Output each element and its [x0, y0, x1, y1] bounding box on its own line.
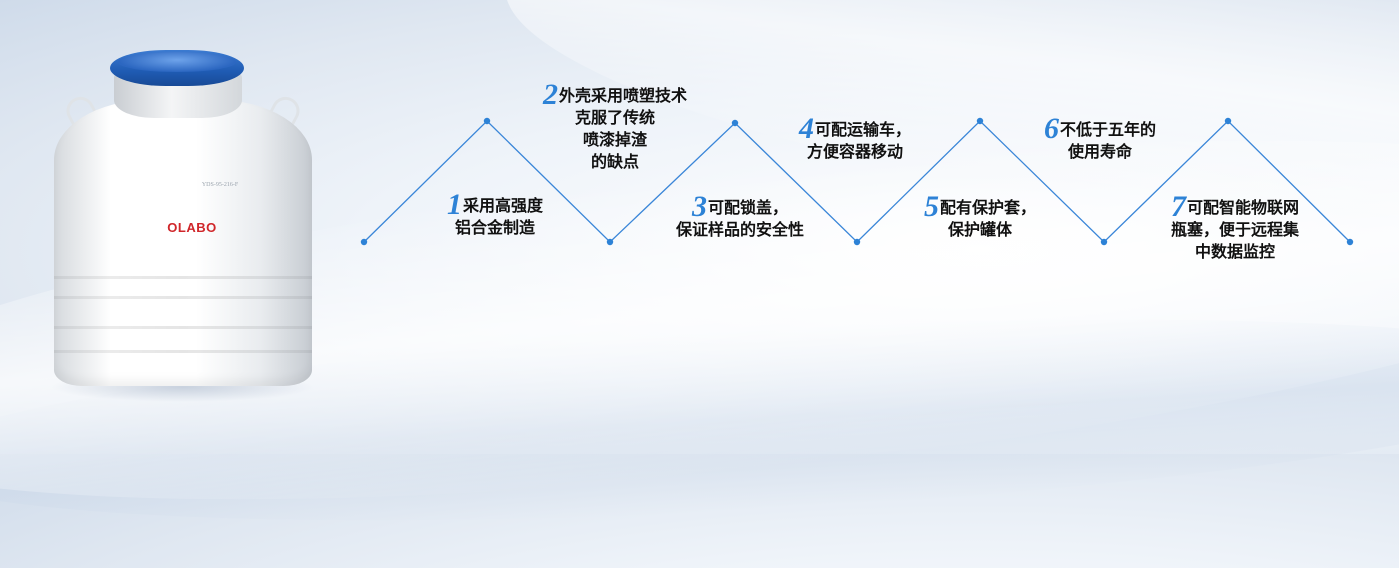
zigzag-dot: [606, 238, 614, 246]
feature-5-line-1: 5配有保护套，: [910, 192, 1050, 222]
zigzag-dot: [360, 238, 368, 246]
feature-3: 3可配锁盖， 保证样品的安全性: [660, 192, 820, 241]
feature-number: 1: [446, 188, 462, 221]
feature-2-line-1: 2外壳采用喷塑技术: [520, 80, 710, 110]
feature-7-line-1: 7可配智能物联网: [1150, 192, 1320, 222]
feature-2-line-4: 的缺点: [590, 152, 639, 171]
feature-6-line-2: 使用寿命: [1067, 142, 1132, 161]
tank-ring: [54, 326, 312, 329]
zigzag-dot: [1224, 117, 1232, 125]
feature-4-line-1: 4可配运输车，: [785, 114, 925, 144]
feature-text: 采用高强度: [462, 196, 543, 215]
feature-4: 4可配运输车， 方便容器移动: [785, 114, 925, 163]
feature-3-line-1: 3可配锁盖，: [660, 192, 820, 222]
feature-4-line-2: 方便容器移动: [806, 142, 903, 161]
zigzag-dot: [976, 117, 984, 125]
feature-number: 6: [1043, 112, 1059, 145]
feature-2: 2外壳采用喷塑技术 克服了传统 喷漆掉渣 的缺点: [520, 80, 710, 173]
feature-number: 4: [798, 112, 814, 145]
tank-ring: [54, 296, 312, 299]
zigzag-dot: [1100, 238, 1108, 246]
feature-number: 3: [691, 190, 707, 223]
feature-5-line-2: 保护罐体: [947, 220, 1012, 239]
feature-text: 配有保护套，: [939, 198, 1036, 217]
feature-number: 2: [542, 78, 558, 111]
feature-2-line-3: 喷漆掉渣: [582, 130, 647, 149]
tank-ring: [54, 350, 312, 353]
liquid-nitrogen-tank-image: YDS-95-216-F OLABO: [40, 50, 325, 402]
feature-text: 不低于五年的: [1059, 120, 1156, 139]
tank-model-label: YDS-95-216-F: [201, 182, 239, 188]
zigzag-dot: [1346, 238, 1354, 246]
feature-text: 可配锁盖，: [707, 198, 788, 217]
feature-1-line-2: 铝合金制造: [454, 218, 535, 237]
brand-logo: OLABO: [167, 220, 217, 235]
feature-2-line-2: 克服了传统: [574, 108, 655, 127]
feature-6: 6不低于五年的 使用寿命: [1030, 114, 1170, 163]
feature-3-line-2: 保证样品的安全性: [675, 220, 804, 239]
feature-7-line-3: 中数据监控: [1194, 242, 1275, 261]
tank-ring: [54, 276, 312, 279]
feature-1: 1采用高强度 铝合金制造: [430, 190, 560, 239]
feature-zigzag-line: [360, 117, 1354, 246]
tank-lid-top: [118, 52, 236, 72]
zigzag-dot: [731, 119, 739, 127]
feature-number: 7: [1170, 190, 1186, 223]
feature-7: 7可配智能物联网 瓶塞，便于远程集 中数据监控: [1150, 192, 1320, 263]
tank-body: [54, 100, 312, 386]
feature-6-line-1: 6不低于五年的: [1030, 114, 1170, 144]
feature-1-line-1: 1采用高强度: [430, 190, 560, 220]
feature-5: 5配有保护套， 保护罐体: [910, 192, 1050, 241]
zigzag-dot: [853, 238, 861, 246]
feature-text: 可配智能物联网: [1186, 198, 1299, 217]
feature-7-line-2: 瓶塞，便于远程集: [1170, 220, 1299, 239]
feature-number: 5: [923, 190, 939, 223]
zigzag-dot: [483, 117, 491, 125]
feature-text: 外壳采用喷塑技术: [558, 86, 687, 105]
feature-text: 可配运输车，: [814, 120, 911, 139]
